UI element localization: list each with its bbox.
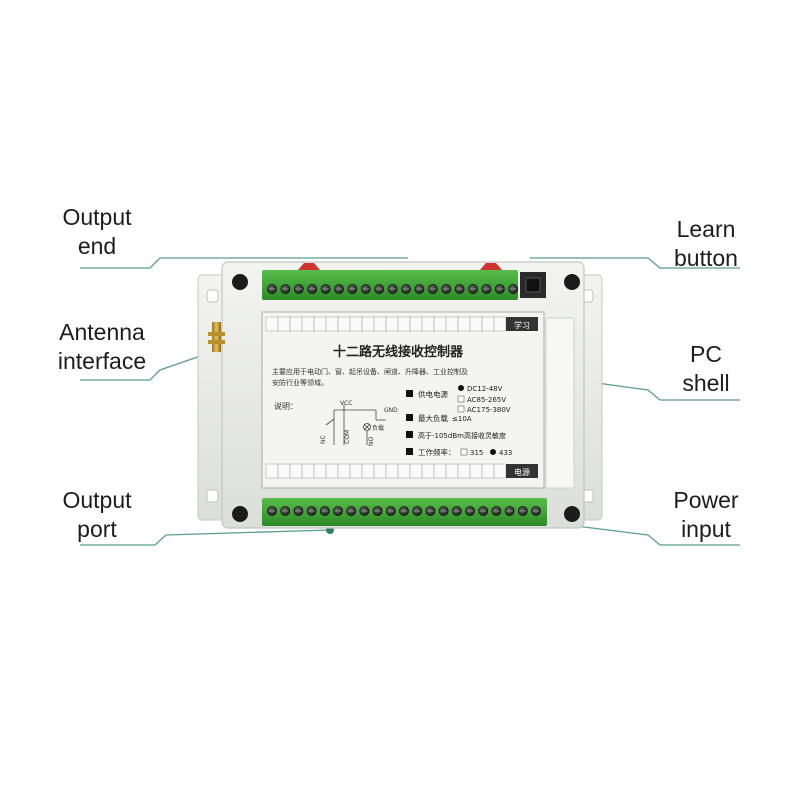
supply-opt1: DC12-48V (467, 385, 503, 393)
load-text: 负载 (372, 424, 384, 432)
terminal-label-cell (481, 316, 495, 332)
terminal-label-cell (301, 316, 315, 332)
red-clip-right (480, 263, 502, 270)
supply-opt1-marker (458, 385, 464, 391)
terminal-label-cell (397, 463, 411, 479)
terminal-label-cell (313, 316, 327, 332)
freq-opt1: 315 (470, 449, 483, 457)
terminal-label-cell (373, 316, 387, 332)
terminal-label-cell (409, 463, 423, 479)
product-label (261, 311, 545, 489)
learn-tag-text: 学习 (514, 320, 530, 330)
bottom-terminal-screws (267, 506, 541, 516)
terminal-label-cell (457, 463, 471, 479)
terminal-label-cell (433, 463, 447, 479)
no-text: NO (368, 437, 375, 446)
terminal-label-cell (409, 316, 423, 332)
label-bottom-strip (265, 463, 507, 479)
terminal-label-cell (385, 316, 399, 332)
freq-opt1-box (460, 448, 468, 456)
terminal-label-cell (445, 316, 459, 332)
terminal-label-cell (289, 316, 303, 332)
freq-opt2-marker (490, 449, 496, 455)
supply-opt2: AC85-265V (467, 396, 506, 404)
freq-label: 工作频率： (418, 447, 456, 457)
terminal-label-cell (301, 463, 315, 479)
terminal-label-cell (337, 463, 351, 479)
supply-opt3-box (457, 405, 465, 413)
label-explain: 说明： (274, 401, 298, 411)
terminal-label-cell (361, 463, 375, 479)
terminal-label-cell (277, 463, 291, 479)
terminal-label-cell (289, 463, 303, 479)
terminal-label-cell (325, 463, 339, 479)
supply-opt2-box (457, 395, 465, 403)
terminal-label-cell (325, 316, 339, 332)
callout-learn-button: Learn button (674, 216, 738, 271)
sensitivity-text: 高于-105dBm高接收灵敏度 (418, 431, 506, 440)
terminal-label-cell (469, 316, 483, 332)
gnd-text: GND (384, 407, 398, 414)
terminal-label-cell (481, 463, 495, 479)
terminal-label-cell (397, 316, 411, 332)
terminal-label-cell (433, 316, 447, 332)
terminal-label-cell (277, 316, 291, 332)
terminal-label-cell (373, 463, 387, 479)
label-top-strip (265, 316, 507, 332)
freq-opt2: 433 (499, 449, 512, 457)
antenna-icon (208, 322, 225, 352)
max-load-label: 最大负载 (418, 413, 448, 423)
com-text: COM (344, 430, 351, 444)
terminal-label-cell (385, 463, 399, 479)
terminal-label-cell (361, 316, 375, 332)
power-tag (506, 464, 538, 478)
terminal-label-cell (421, 463, 435, 479)
callout-antenna-interface: Antenna interface (57, 319, 147, 374)
terminal-label-cell (349, 463, 363, 479)
label-description-line2: 安防行业等领域。 (272, 378, 328, 387)
supply-label: 供电电源 (418, 389, 448, 399)
terminal-label-cell (469, 463, 483, 479)
max-load-value: ≤10A (452, 415, 472, 423)
terminal-label-cell (457, 316, 471, 332)
callout-output-end: Output end (62, 204, 132, 259)
terminal-label-cell (445, 463, 459, 479)
terminal-label-cell (337, 316, 351, 332)
terminal-label-cell (265, 463, 279, 479)
terminal-label-cell (349, 316, 363, 332)
terminal-label-cell (313, 463, 327, 479)
wiring-diagram (325, 404, 386, 445)
callout-output-port: Output port (62, 487, 132, 542)
terminal-label-cell (493, 463, 507, 479)
terminal-label-cell (421, 316, 435, 332)
terminal-label-cell (493, 316, 507, 332)
learn-tag (506, 317, 538, 331)
callout-pc-shell: PC shell (682, 341, 730, 396)
nc-text: NC (320, 435, 327, 444)
red-clip-left (298, 263, 320, 270)
top-terminal-screws (267, 284, 519, 294)
label-description-line1: 主要应用于电动门、窗、起吊设备、闸道、升降器、工业控制及 (272, 367, 468, 376)
callout-power-input: Power input (673, 487, 739, 542)
mount-hole-icon (232, 274, 580, 522)
vcc-text: VCC (340, 400, 352, 407)
label-title: 十二路无线接收控制器 (333, 344, 464, 360)
shell-side-panel (545, 317, 575, 489)
supply-opt3: AC175-380V (467, 406, 511, 414)
callout-lines (80, 257, 740, 546)
terminal-label-cell (265, 316, 279, 332)
learn-button-icon (520, 272, 546, 298)
power-tag-text: 电源 (514, 467, 530, 477)
spec-bullets (406, 390, 413, 455)
